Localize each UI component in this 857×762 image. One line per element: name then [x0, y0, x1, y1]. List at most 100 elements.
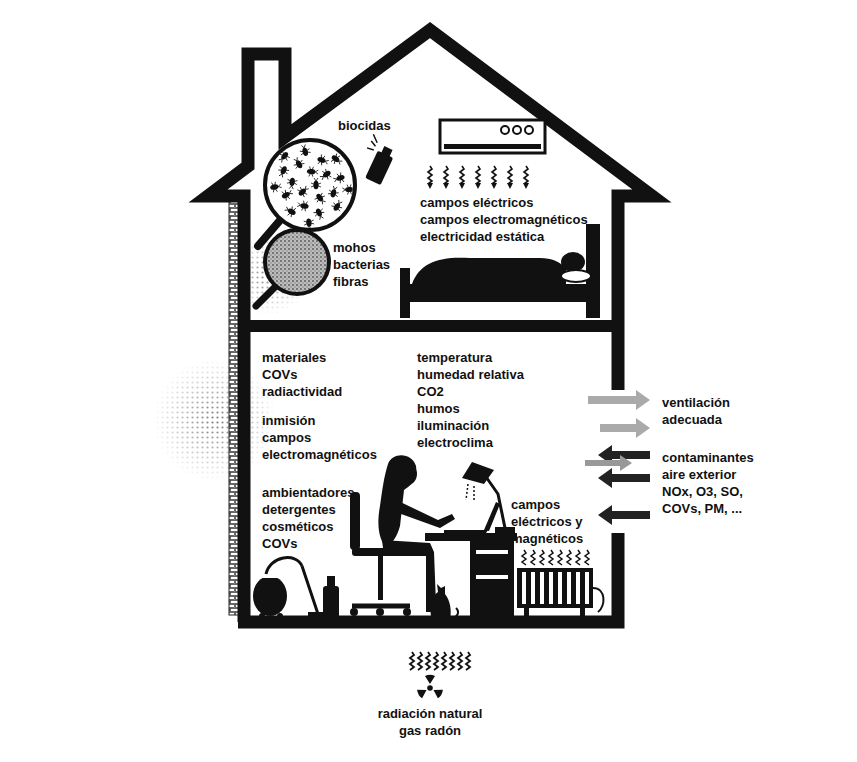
office-chair	[350, 492, 360, 550]
insect	[299, 144, 311, 155]
desk	[425, 533, 517, 621]
heater-fin	[567, 572, 571, 604]
bed	[400, 224, 600, 318]
label-text: detergentes	[262, 502, 336, 518]
radon-waves	[410, 652, 470, 670]
mould-magnifier	[256, 287, 275, 306]
air-conditioner	[440, 120, 545, 153]
heater-fin	[522, 572, 526, 604]
cat	[430, 584, 450, 620]
insect	[342, 184, 352, 194]
ventilation-arrows	[600, 418, 650, 438]
heat-wave	[576, 550, 580, 565]
air-conditioner	[501, 126, 509, 134]
label-text: cosméticos	[262, 519, 334, 535]
insect	[328, 185, 340, 196]
heat-wave	[540, 550, 544, 565]
cat	[430, 584, 458, 620]
house-outline	[208, 30, 652, 622]
insect	[313, 191, 328, 206]
air-flow-arrow	[444, 166, 448, 184]
label-text: gas radón	[399, 723, 461, 739]
detergent-bottle	[323, 576, 339, 618]
heat-waves	[522, 550, 589, 565]
radiation-symbol	[416, 686, 429, 699]
vacuum-cleaner	[277, 613, 283, 619]
vacuum-cleaner	[256, 572, 284, 578]
label-text: contaminantes	[662, 450, 754, 466]
air-flow-arrow	[507, 183, 513, 189]
insect	[286, 177, 297, 189]
label-text: aire exterior	[662, 467, 736, 483]
vacuum-cleaner	[302, 566, 318, 614]
bed	[561, 270, 591, 282]
mould-magnifier	[265, 230, 329, 294]
air-flow-arrow	[524, 166, 528, 184]
insect	[282, 188, 295, 201]
label-text: COVs	[262, 536, 297, 552]
house-outline	[208, 30, 652, 622]
laptop	[484, 502, 500, 531]
radiation-symbol	[425, 675, 435, 684]
insect	[314, 209, 327, 221]
label-text: humedad relativa	[417, 367, 524, 383]
label-text: NOx, O3, SO,	[662, 484, 743, 500]
insect	[332, 173, 344, 185]
label-text: ambientadores	[262, 485, 354, 501]
insect	[318, 168, 333, 183]
heater-fin	[549, 572, 553, 604]
spray-can	[367, 134, 380, 151]
house-outline	[238, 533, 618, 622]
label-text: campos eléctricos	[420, 195, 533, 211]
insect	[311, 178, 321, 189]
vacuum-cleaner	[253, 576, 287, 616]
detergent-bottle	[327, 576, 335, 587]
bed	[404, 284, 590, 302]
insect	[311, 178, 321, 187]
radon-wave	[450, 652, 454, 670]
spray-can	[381, 146, 393, 157]
radon-wave	[466, 652, 470, 670]
air-flow-arrows	[427, 166, 529, 189]
electric-heater	[522, 572, 589, 604]
heat-wave	[558, 550, 562, 565]
radon-wave	[458, 652, 462, 670]
insect	[299, 144, 312, 157]
insect	[276, 149, 291, 164]
electric-heater	[524, 608, 529, 616]
laptop	[444, 530, 488, 533]
office-chair	[350, 608, 358, 616]
insect	[329, 152, 344, 167]
label-text: electricidad estática	[420, 229, 544, 245]
label-text: materiales	[262, 350, 326, 366]
ventilation-arrows	[588, 390, 650, 410]
insect	[276, 164, 290, 178]
desk-lamp	[484, 474, 505, 528]
label-text: ventilación	[662, 395, 730, 411]
label-text: iluminación	[417, 418, 489, 434]
insect	[297, 184, 310, 197]
vacuum-cleaner	[266, 558, 302, 574]
label-text: temperatura	[417, 350, 492, 366]
insect	[307, 166, 319, 177]
insect	[297, 200, 310, 212]
insect	[283, 204, 296, 217]
heater-fin	[540, 572, 544, 604]
air-flow-arrow	[475, 183, 481, 189]
cat	[450, 608, 458, 618]
insect	[291, 156, 304, 169]
label-text: campos electromagnéticos	[420, 212, 588, 228]
insect	[271, 181, 282, 193]
laptop	[444, 502, 500, 533]
radon-wave	[442, 652, 446, 670]
air-conditioner	[525, 126, 533, 134]
label-text: CO2	[417, 384, 444, 400]
heater-fin	[558, 572, 562, 604]
label-text: electromagnéticos	[262, 447, 377, 463]
insect	[303, 218, 314, 230]
stipple-shadow	[150, 355, 280, 485]
desk	[476, 575, 508, 579]
desk-lamp	[462, 462, 515, 533]
